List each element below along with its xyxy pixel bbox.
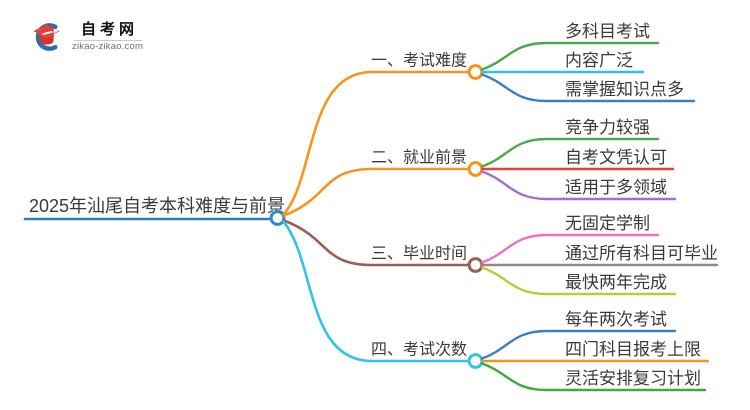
branch-3-edge (282, 219, 471, 267)
branch-4-leaf-3-edge (480, 362, 707, 392)
branch-1-leaf-3-edge (480, 73, 696, 103)
branch-1-edge (282, 70, 471, 216)
branch-3-leaf-1-edge (480, 233, 660, 264)
branch-2-label: 二、就业前景 (371, 149, 467, 167)
graduation-cap-icon (33, 23, 60, 51)
logo-site-name: 自考网 (81, 21, 139, 38)
branch-3-leaf-3-label: 最快两年完成 (565, 273, 667, 292)
branch-1-label: 一、考试难度 (371, 52, 467, 70)
branch-2-leaf-1-edge (480, 137, 660, 168)
logo-site-url: zikao-zikao.com (72, 41, 144, 52)
root-node-label: 2025年汕尾自考本科难度与前景 (29, 196, 285, 216)
branch-2-node-circle (467, 161, 484, 177)
root-node-circle (269, 210, 286, 226)
logo-text-block: 自考网 zikao-zikao.com (72, 22, 143, 52)
branch-3-leaf-3-edge (480, 266, 677, 296)
branch-3-leaf-2-label: 通过所有科目可毕业 (565, 244, 718, 263)
branch-1-leaf-2-label: 内容广泛 (565, 51, 633, 70)
branch-4-leaf-1-edge (480, 329, 677, 360)
branch-1-leaf-1-label: 多科目考试 (565, 22, 650, 41)
branch-4-node-circle (467, 353, 484, 369)
site-logo: 自考网 zikao-zikao.com (30, 21, 143, 53)
branch-3-label: 三、毕业时间 (371, 245, 467, 263)
logo-divider (73, 40, 142, 41)
branch-2-leaf-2-label: 自考文凭认可 (565, 148, 667, 167)
branch-3-leaf-1-label: 无固定学制 (565, 214, 650, 233)
branch-2-leaf-3-edge (480, 170, 677, 201)
branch-4-leaf-1-label: 每年两次考试 (565, 310, 667, 329)
branch-2-leaf-3-label: 适用于多领域 (565, 178, 667, 197)
branch-4-edge (282, 220, 471, 363)
branch-2-leaf-1-label: 竞争力较强 (565, 118, 650, 137)
branch-1-leaf-1-edge (480, 41, 660, 71)
branch-1-leaf-3-label: 需掌握知识点多 (565, 80, 684, 99)
branch-4-label: 四、考试次数 (371, 341, 467, 359)
branch-4-leaf-3-label: 灵活安排复习计划 (565, 369, 701, 388)
branch-3-node-circle (467, 257, 484, 273)
branch-2-edge (282, 167, 471, 217)
branch-4-leaf-2-label: 四门科目报考上限 (565, 340, 701, 359)
branch-1-node-circle (467, 64, 484, 80)
